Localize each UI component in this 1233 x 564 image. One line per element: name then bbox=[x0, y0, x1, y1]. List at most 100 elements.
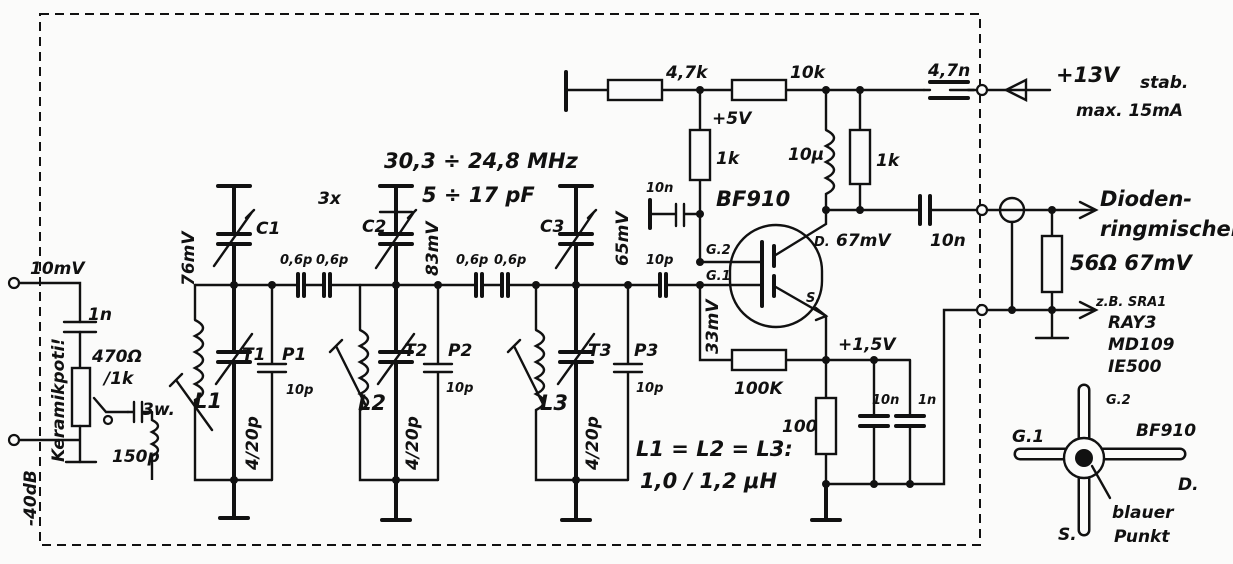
p3-label: P3 bbox=[634, 341, 658, 361]
pin-g2: G.2 bbox=[706, 243, 731, 258]
resistor-100 bbox=[814, 396, 838, 456]
supply-input: +13V stab. max. 15mA bbox=[975, 63, 1188, 121]
l3-label: L3 bbox=[540, 391, 568, 415]
input-level: 10mV bbox=[30, 259, 86, 279]
c3-label: C3 bbox=[540, 217, 564, 237]
p1-value: 10p bbox=[286, 383, 313, 398]
supply-current: max. 15mA bbox=[1076, 101, 1183, 121]
t3-value: 4/20p bbox=[583, 416, 603, 471]
output-example-4: IE500 bbox=[1108, 357, 1162, 377]
output-example-2: RAY3 bbox=[1108, 313, 1156, 333]
output-label-1: Dioden- bbox=[1100, 187, 1192, 211]
stage2-level: 83mV bbox=[423, 220, 443, 276]
l1-label: L1 bbox=[194, 389, 222, 413]
output-terminal-bottom bbox=[975, 303, 989, 317]
blue-dot-marker bbox=[1075, 449, 1093, 467]
ceramic-pot-note: Keramikpoti! bbox=[49, 338, 69, 462]
pin-s: S. bbox=[806, 291, 820, 306]
blue-dot-label-2: Punkt bbox=[1114, 527, 1170, 547]
t2-value: 4/20p bbox=[403, 416, 423, 471]
t2-label: T2 bbox=[404, 341, 427, 361]
coil-note-1: L1 = L2 = L3: bbox=[636, 437, 793, 461]
coil-l2 bbox=[357, 328, 438, 482]
gate-level: 33mV bbox=[703, 298, 723, 354]
cpl-cap-3: 0,6p bbox=[456, 253, 488, 268]
capacitance-range: 5 ÷ 17 pF bbox=[422, 183, 535, 207]
bias-network: 4,7k 10k 4,7n +5V 1k 10n 10μ 1k 10n 100K bbox=[564, 61, 980, 522]
v5-label: +5V bbox=[712, 109, 753, 129]
output-example-1: z.B. SRA1 bbox=[1095, 295, 1166, 310]
pin-d: D. bbox=[814, 235, 830, 250]
output-label-2: ringmischer bbox=[1100, 217, 1233, 241]
tuned-stage-1: C1 T1 4/20p P1 10p L1 76mV bbox=[168, 184, 313, 520]
r-drain-value: 10k bbox=[790, 63, 827, 83]
c-s2-value: 1n bbox=[918, 393, 936, 408]
coil-note-2: 1,0 / 1,2 μH bbox=[640, 469, 777, 493]
p1-label: P1 bbox=[282, 345, 306, 365]
ganged-3x: 3x bbox=[318, 189, 342, 209]
pin-g1: G.1 bbox=[706, 269, 731, 284]
bf910-transistor: BF910 G.2 G.1 D. S. 67mV 33mV bbox=[696, 187, 892, 362]
input-terminal-top bbox=[7, 276, 21, 290]
r-source-value: 100 bbox=[782, 417, 818, 437]
choke-10u bbox=[823, 128, 836, 210]
t1-value: 4/20p bbox=[243, 416, 263, 471]
c-supply-value: 4,7n bbox=[927, 61, 970, 81]
output-example-3: MD109 bbox=[1108, 335, 1175, 355]
input-attenuation: -40dB bbox=[21, 470, 41, 526]
tuned-stage-2: C2 T2 4/20p P2 10p L2 83mV bbox=[328, 184, 473, 522]
input-section: 10mV 1n 470Ω /1k 150p 3w. Keramikpoti! -… bbox=[7, 259, 175, 526]
cpl-cap-4: 0,6p bbox=[494, 253, 526, 268]
l2-label: L2 bbox=[358, 391, 386, 415]
pinout-d: D. bbox=[1178, 475, 1199, 495]
supply-terminal bbox=[975, 83, 989, 97]
coil-l3 bbox=[533, 328, 628, 482]
pinout-g2: G.2 bbox=[1106, 393, 1131, 408]
c2-label: C2 bbox=[362, 217, 386, 237]
resistor-10k bbox=[730, 78, 788, 102]
supply-voltage: +13V bbox=[1056, 63, 1121, 87]
pinout-s: S. bbox=[1058, 525, 1077, 545]
stage3-level: 65mV bbox=[613, 210, 633, 266]
p3-value: 10p bbox=[636, 381, 663, 396]
tuned-stage-3: C3 T3 4/20p P3 10p L3 65mV bbox=[506, 184, 663, 522]
c-g2-value: 10n bbox=[646, 181, 673, 196]
pot-value: 470Ω bbox=[91, 347, 142, 367]
resistor-1k-g2 bbox=[688, 128, 712, 182]
cpl-cap-2: 0,6p bbox=[316, 253, 348, 268]
pot-value2: /1k bbox=[102, 369, 135, 389]
output-load: 56Ω 67mV bbox=[1070, 251, 1193, 275]
bf910-pinout: BF910 G.2 G.1 D. S. blauer Punkt bbox=[1012, 383, 1199, 547]
resistor-4k7 bbox=[606, 78, 664, 102]
v-source-label: +1,5V bbox=[838, 335, 897, 355]
r-supply-value: 4,7k bbox=[665, 63, 709, 83]
resistor-1k-load bbox=[848, 128, 872, 186]
drain-level: 67mV bbox=[836, 231, 892, 251]
stage1-level: 76mV bbox=[179, 230, 199, 286]
r-g1-value: 100K bbox=[734, 379, 784, 399]
r-load-value: 1k bbox=[876, 151, 901, 171]
cpl-cap-1: 0,6p bbox=[280, 253, 312, 268]
pot-470 bbox=[70, 366, 92, 428]
c-s1-value: 10n bbox=[872, 393, 899, 408]
load-resistor-56 bbox=[1040, 234, 1064, 294]
blue-dot-label-1: blauer bbox=[1112, 503, 1175, 523]
output-section: Dioden- ringmischer 56Ω 67mV z.B. SRA1 R… bbox=[975, 187, 1233, 377]
output-terminal-top bbox=[975, 203, 989, 217]
input-terminal-bottom bbox=[7, 433, 21, 447]
c-out-value: 10n bbox=[930, 231, 966, 251]
c1-label: C1 bbox=[256, 219, 280, 239]
pinout-g1: G.1 bbox=[1012, 427, 1044, 447]
pinout-title: BF910 bbox=[1136, 421, 1196, 441]
link-coil-turns: 3w. bbox=[142, 400, 175, 420]
coupling-cap-value: 150p bbox=[112, 447, 160, 467]
input-cap: 1n bbox=[88, 305, 112, 325]
p2-value: 10p bbox=[446, 381, 473, 396]
t3-label: T3 bbox=[588, 341, 611, 361]
resistor-100k bbox=[730, 348, 788, 372]
enclosure-outline bbox=[39, 13, 981, 546]
transistor-label: BF910 bbox=[716, 187, 790, 211]
supply-stab: stab. bbox=[1140, 73, 1188, 93]
coil-l1 bbox=[192, 318, 272, 482]
